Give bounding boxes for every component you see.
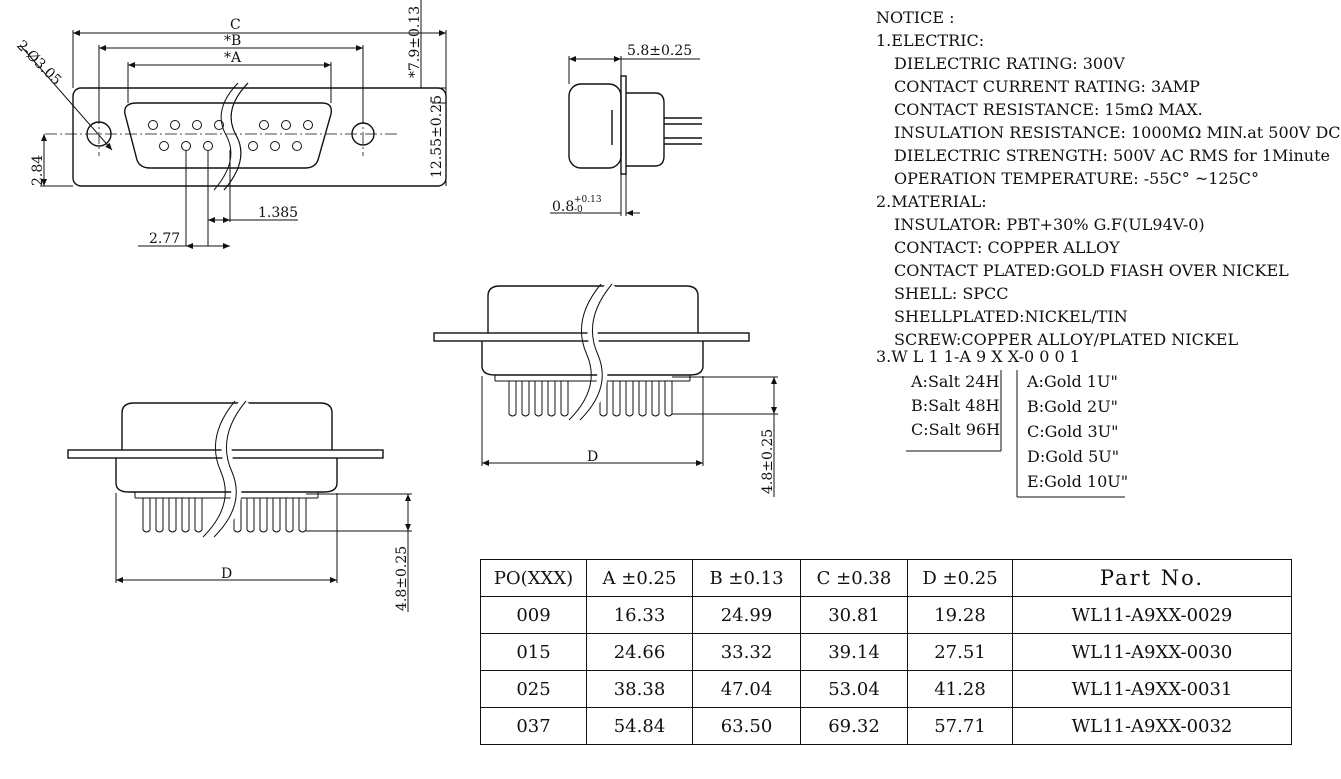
table-cell: 53.04 (800, 670, 908, 708)
salt-option: B:Salt 48H (911, 396, 1000, 415)
table-cell: 24.99 (692, 596, 801, 634)
dim-pin-len-left-label: 4.8±0.25 (394, 546, 410, 611)
table-cell: 47.04 (692, 670, 801, 708)
header-d: D ±0.25 (907, 559, 1013, 597)
dim-d-left-label: D (221, 566, 232, 582)
material-item: SHELLPLATED:NICKEL/TIN (894, 307, 1128, 326)
dim-depth-label: 5.8±0.25 (627, 43, 692, 59)
side-view: 5.8±0.25 0.8 +0.13 -0 (550, 43, 702, 216)
table-cell: 025 (480, 670, 587, 708)
notice-block: NOTICE : 1.ELECTRIC: DIELECTRIC RATING: … (876, 6, 1341, 508)
table-cell: WL11-A9XX-0031 (1012, 670, 1292, 708)
table-cell: 27.51 (907, 633, 1013, 671)
table-header-row: PO(XXX) A ±0.25 B ±0.13 C ±0.38 D ±0.25 … (480, 559, 1292, 597)
part-code: 3.W L 1 1-A 9 X X-0 0 0 1 (876, 347, 1080, 366)
table-row: 009 16.33 24.99 30.81 19.28 WL11-A9XX-00… (480, 596, 1292, 634)
electric-item: CONTACT RESISTANCE: 15mΩ MAX. (894, 100, 1203, 119)
gold-option: B:Gold 2U" (1027, 397, 1119, 416)
side-flange (620, 75, 627, 175)
table-cell: 33.32 (692, 633, 801, 671)
table-cell: 63.50 (692, 707, 801, 745)
table-cell: 41.28 (907, 670, 1013, 708)
dim-height-label: 12.55±0.25 (429, 95, 445, 178)
table-cell: 38.38 (586, 670, 693, 708)
table-cell: 54.84 (586, 707, 693, 745)
table-cell: 009 (480, 596, 587, 634)
dim-top-height-label: *7.9±0.13 (407, 6, 423, 78)
dim-a-label: *A (224, 50, 242, 66)
electric-item: OPERATION TEMPERATURE: -55C° ~125C° (894, 169, 1260, 188)
section-material-title: 2.MATERIAL: (876, 192, 987, 211)
bottom-view-left: D 4.8±0.25 (67, 397, 412, 612)
header-po: PO(XXX) (480, 559, 587, 597)
table-row: 025 38.38 47.04 53.04 41.28 WL11-A9XX-00… (480, 670, 1292, 708)
table-cell: 69.32 (800, 707, 908, 745)
electric-item: DIELECTRIC STRENGTH: 500V AC RMS for 1Mi… (894, 146, 1330, 165)
salt-option: C:Salt 96H (911, 420, 1001, 439)
table-cell: 16.33 (586, 596, 693, 634)
dim-pin-tol-up: +0.13 (574, 195, 602, 205)
bottom-view-right: D 4.8±0.25 (433, 280, 778, 497)
header-part-no: Part No. (1012, 559, 1292, 597)
side-body (568, 83, 622, 169)
table-cell: 39.14 (800, 633, 908, 671)
dim-b-label: *B (224, 33, 241, 49)
electric-item: INSULATION RESISTANCE: 1000MΩ MIN.at 500… (894, 123, 1341, 142)
front-view: C *B *A 2-Ø3.05 *7.9±0.13 12.55±0.25 2.8… (13, 0, 447, 249)
pin-row-bottom (159, 141, 302, 151)
dim-pin-len-right-label: 4.8±0.25 (760, 429, 776, 494)
dim-pin-label: 0.8 (552, 199, 574, 215)
dim-pin-tol-dn: -0 (574, 205, 583, 215)
material-item: CONTACT PLATED:GOLD FIASH OVER NICKEL (894, 261, 1289, 280)
header-c: C ±0.38 (800, 559, 908, 597)
notice-title: NOTICE : (876, 8, 955, 27)
code-brackets (906, 370, 1125, 498)
material-item: SHELL: SPCC (894, 284, 1009, 303)
table-cell: 015 (480, 633, 587, 671)
dim-holes-label: 2-Ø3.05 (13, 38, 64, 89)
table-cell: 19.28 (907, 596, 1013, 634)
table-cell: 57.71 (907, 707, 1013, 745)
dim-c-label: C (230, 17, 241, 33)
dimension-table: PO(XXX) A ±0.25 B ±0.13 C ±0.38 D ±0.25 … (480, 559, 1292, 745)
material-item: INSULATOR: PBT+30% G.F(UL94V-0) (894, 215, 1205, 234)
electric-item: CONTACT CURRENT RATING: 3AMP (894, 77, 1200, 96)
header-b: B ±0.13 (692, 559, 801, 597)
pins-left (142, 498, 307, 533)
pins-right (508, 381, 673, 417)
front-shell (124, 102, 332, 169)
dim-pitch-label: 1.385 (258, 205, 298, 221)
gold-option: D:Gold 5U" (1027, 447, 1120, 466)
salt-option: A:Salt 24H (911, 372, 1000, 391)
pin-row-top (148, 120, 313, 130)
material-item: CONTACT: COPPER ALLOY (894, 238, 1120, 257)
table-cell: 30.81 (800, 596, 908, 634)
section-electric-title: 1.ELECTRIC: (876, 31, 985, 50)
gold-option: A:Gold 1U" (1027, 372, 1118, 391)
dim-d-right-label: D (587, 449, 598, 465)
table-cell: WL11-A9XX-0029 (1012, 596, 1292, 634)
table-row: 015 24.66 33.32 39.14 27.51 WL11-A9XX-00… (480, 633, 1292, 671)
dim-pitch2-label: 2.77 (149, 231, 180, 247)
header-a: A ±0.25 (586, 559, 693, 597)
material-item: SCREW:COPPER ALLOY/PLATED NICKEL (894, 330, 1239, 349)
gold-option: C:Gold 3U" (1027, 422, 1119, 441)
table-cell: 24.66 (586, 633, 693, 671)
table-cell: 037 (480, 707, 587, 745)
table-cell: WL11-A9XX-0032 (1012, 707, 1292, 745)
table-row: 037 54.84 63.50 69.32 57.71 WL11-A9XX-00… (480, 707, 1292, 745)
dim-center-label: 2.84 (30, 155, 46, 186)
table-cell: WL11-A9XX-0030 (1012, 633, 1292, 671)
electric-item: DIELECTRIC RATING: 300V (894, 54, 1125, 73)
gold-option: E:Gold 10U" (1027, 472, 1129, 491)
